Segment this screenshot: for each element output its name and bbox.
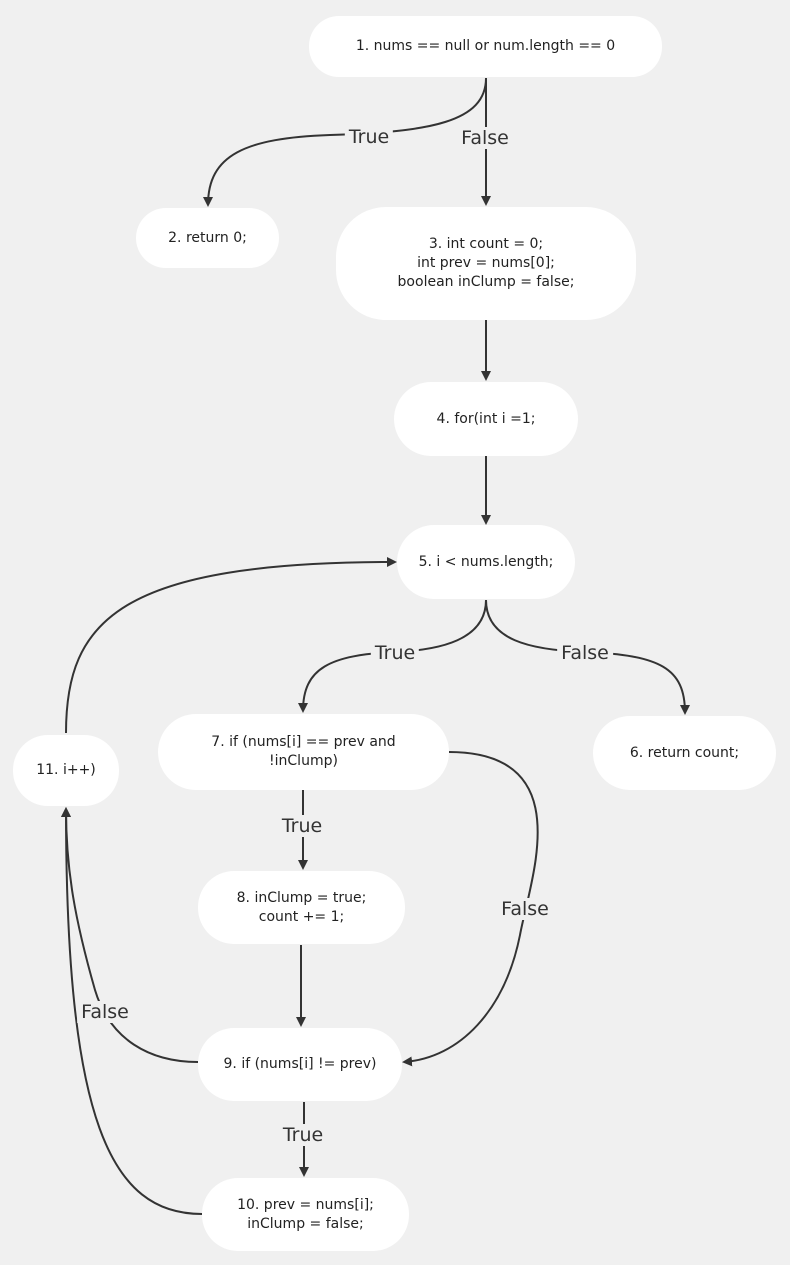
edge-label-1-2: True [344,126,394,148]
edge-label-7-9: False [497,898,553,920]
node-8: 8. inClump = true; count += 1; [198,871,405,944]
node-1: 1. nums == null or num.length == 0 [309,16,662,77]
node-10-label: 10. prev = nums[i]; inClump = false; [237,1196,374,1232]
node-4: 4. for(int i =1; [394,382,578,456]
edge-11-to-5 [65,557,397,734]
edge-label-7-8: True [277,815,327,837]
node-7: 7. if (nums[i] == prev and !inClump) [158,714,449,790]
node-2-label: 2. return 0; [168,229,247,246]
node-10: 10. prev = nums[i]; inClump = false; [202,1178,409,1251]
node-6-label: 6. return count; [629,744,740,761]
edge-1-to-2 [203,77,487,207]
edge-10-to-11 [61,807,203,1215]
edge-9-to-11 [61,807,199,1063]
node-7-label: 7. if (nums[i] == prev and !inClump) [211,734,396,769]
node-9-label: 9. if (nums[i] != prev) [223,1056,377,1072]
edge-label-1-3: False [457,127,513,149]
node-11: 11. i++) [13,735,119,806]
edge-7-to-9 [402,751,539,1067]
node-3-label: 3. int count = 0; int prev = nums[0]; bo… [397,236,575,290]
edge-label-9-10: True [278,1124,328,1146]
edge-label-9-11: False [77,1001,133,1023]
node-1-label: 1. nums == null or num.length == 0 [355,38,616,54]
edge-label-5-7: True [370,642,420,664]
node-2: 2. return 0; [136,208,279,268]
node-6: 6. return count; [593,716,776,790]
node-9: 9. if (nums[i] != prev) [198,1028,402,1101]
node-3: 3. int count = 0; int prev = nums[0]; bo… [336,207,636,320]
edge-label-5-6: False [557,642,613,664]
node-11-label: 11. i++) [36,762,96,778]
node-8-label: 8. inClump = true; count += 1; [236,889,367,925]
node-5: 5. i < nums.length; [397,525,575,599]
node-4-label: 4. for(int i =1; [436,410,536,427]
node-5-label: 5. i < nums.length; [418,553,554,570]
